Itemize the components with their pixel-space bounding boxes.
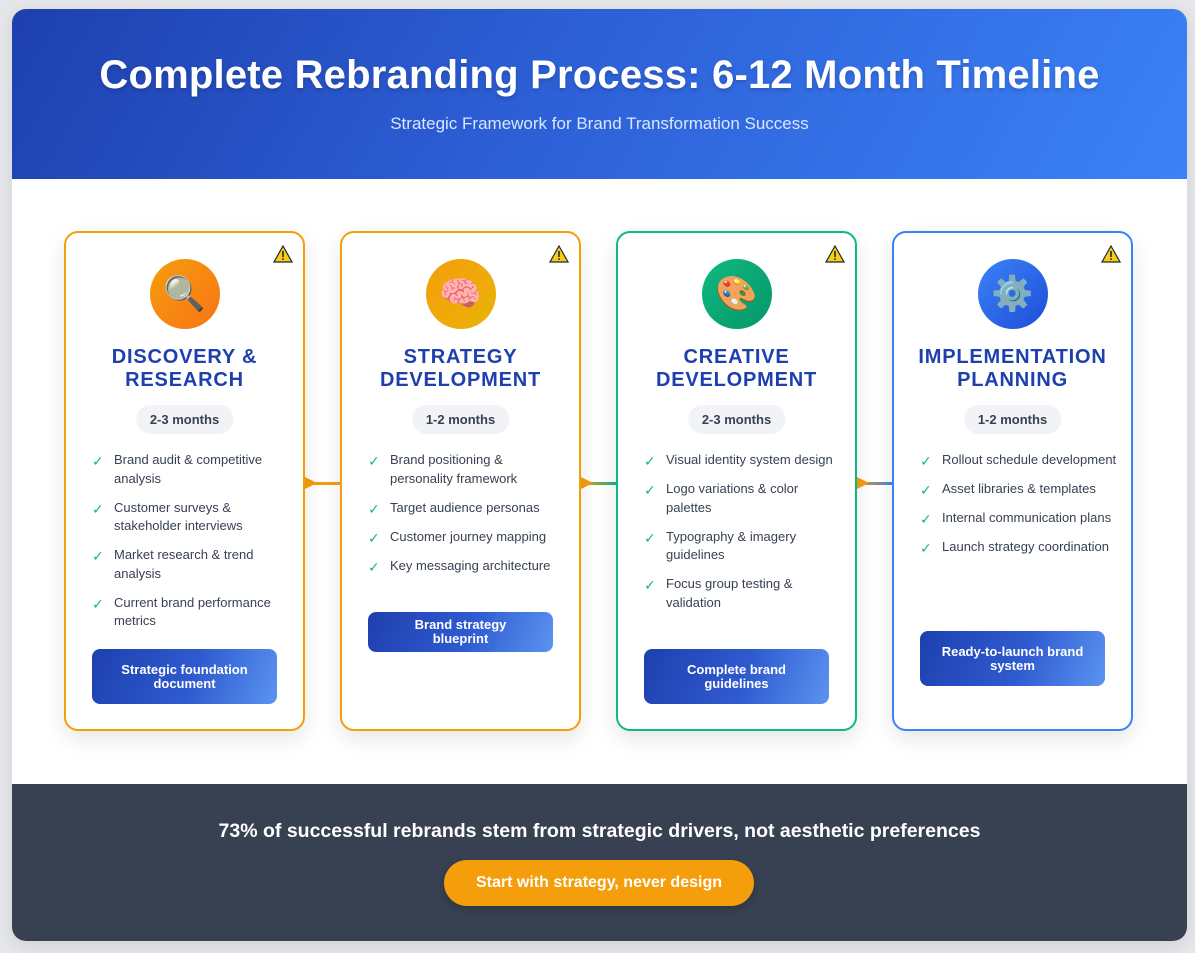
checkmark-icon: ✓ [92,548,104,564]
task-text: Customer journey mapping [390,528,547,544]
checkmark-icon: ✓ [368,558,380,575]
list-item: ✓ Rollout schedule development [920,451,1117,470]
checkmark-icon: ✓ [644,577,656,593]
phase-title-line2: PLANNING [957,369,1068,391]
checkmark-icon: ✓ [644,453,656,469]
task-text: Key messaging architecture [390,557,551,573]
duration-badge: 2-3 months [687,405,786,434]
connector-line-3 [853,482,893,485]
checkmark-icon: ✓ [920,482,932,498]
phase-title: STRATEGY DEVELOPMENT [350,346,571,392]
header-banner: Complete Rebranding Process: 6-12 Month … [12,9,1187,179]
list-item: ✓ Current brand performance metrics [92,594,289,631]
task-text: Launch strategy coordination [942,539,1109,554]
task-list: ✓ Brand positioning & personality framewo… [368,451,565,586]
brain-icon: 🧠 [425,259,496,329]
checkmark-icon: ✓ [368,500,380,517]
phase-title: DISCOVERY & RESEARCH [74,346,295,392]
list-item: ✓ Target audience personas [368,499,565,518]
phase-card-discovery: 🔍 DISCOVERY & RESEARCH 2-3 months ✓ Brand… [64,231,305,731]
list-item: ✓ Market research & trend analysis [92,546,289,583]
gear-icon: ⚙️ [977,259,1048,329]
list-item: ✓ Key messaging architecture [368,557,565,576]
checkmark-icon: ✓ [644,529,656,546]
task-text: Visual identity system design [666,452,833,467]
checkmark-icon: ✓ [920,453,932,469]
page-subtitle: Strategic Framework for Brand Transforma… [390,114,809,133]
task-text: Target audience personas [390,499,540,515]
warning-icon [825,245,845,263]
phase-card-strategy: 🧠 STRATEGY DEVELOPMENT 1-2 months ✓ Brand… [340,231,581,731]
deliverable-button[interactable]: Ready-to-launch brand system [920,631,1105,686]
checkmark-icon: ✓ [920,540,932,556]
list-item: ✓ Customer journey mapping [368,528,565,547]
task-text: Internal communication plans [942,510,1112,525]
list-item: ✓ Brand positioning & personality framewo… [368,451,565,488]
list-item: ✓ Focus group testing & validation [644,575,841,612]
checkmark-icon: ✓ [644,482,656,498]
list-item: ✓ Launch strategy coordination [920,538,1117,557]
task-text: Rollout schedule development [942,452,1117,467]
list-item: ✓ Visual identity system design [644,451,841,470]
infographic-frame: Complete Rebranding Process: 6-12 Month … [12,9,1187,941]
task-text: Asset libraries & templates [942,481,1096,496]
phase-title-line2: DEVELOPMENT [655,369,818,391]
page-title: Complete Rebranding Process: 6-12 Month … [99,53,1100,97]
deliverable-button[interactable]: Complete brand guidelines [644,649,829,704]
task-list: ✓ Rollout schedule development ✓ Asset lib… [920,451,1117,567]
list-item: ✓ Internal communication plans [920,509,1117,528]
checkmark-icon: ✓ [92,453,104,469]
deliverable-button[interactable]: Brand strategy blueprint [368,612,553,652]
phase-card-implementation: ⚙️ IMPLEMENTATION PLANNING 1-2 months ✓ R… [892,231,1133,731]
checkmark-icon: ✓ [368,529,380,546]
footer-stat: 73% of successful rebrands stem from str… [218,820,981,842]
phase-title-line1: STRATEGY [403,346,518,368]
cta-button[interactable]: Start with strategy, never design [444,860,754,906]
checkmark-icon: ✓ [92,595,104,612]
phase-title: IMPLEMENTATION PLANNING [902,346,1123,392]
footer-banner: 73% of successful rebrands stem from str… [12,784,1187,941]
checkmark-icon: ✓ [368,453,380,469]
deliverable-button[interactable]: Strategic foundation document [92,649,277,704]
list-item: ✓ Customer surveys & stakeholder intervie… [92,499,289,536]
task-text: Logo variations & color palettes [666,481,799,515]
phase-title: CREATIVE DEVELOPMENT [626,346,847,392]
duration-badge: 2-3 months [135,405,234,434]
task-text: Customer surveys & stakeholder interview… [114,499,243,534]
task-text: Typography & imagery guidelines [666,528,797,563]
task-list: ✓ Visual identity system design ✓ Logo var… [644,451,841,623]
warning-icon [273,245,293,263]
palette-icon: 🎨 [701,259,772,329]
task-text: Brand audit & competitive analysis [114,452,263,486]
checkmark-icon: ✓ [92,500,104,517]
warning-icon [549,245,569,263]
task-text: Focus group testing & validation [666,576,793,610]
phase-title-line1: DISCOVERY & [111,346,258,368]
phase-title-line1: IMPLEMENTATION [918,346,1107,368]
duration-badge: 1-2 months [411,405,510,434]
list-item: ✓ Typography & imagery guidelines [644,528,841,565]
connector-line-2 [577,482,617,485]
connector-line-1 [300,482,340,485]
magnifying-glass-icon: 🔍 [149,259,220,329]
task-text: Current brand performance metrics [114,594,271,629]
list-item: ✓ Brand audit & competitive analysis [92,451,289,488]
task-text: Market research & trend analysis [114,547,254,581]
task-text: Brand positioning & personality framewor… [390,452,518,486]
list-item: ✓ Asset libraries & templates [920,480,1117,499]
task-list: ✓ Brand audit & competitive analysis ✓ Cus… [92,451,289,641]
phase-card-creative: 🎨 CREATIVE DEVELOPMENT 2-3 months ✓ Visua… [616,231,857,731]
warning-icon [1101,245,1121,263]
duration-badge: 1-2 months [963,405,1062,434]
checkmark-icon: ✓ [920,511,932,527]
list-item: ✓ Logo variations & color palettes [644,480,841,517]
phase-title-line2: RESEARCH [125,369,244,391]
phase-title-line1: CREATIVE [683,346,790,368]
phase-title-line2: DEVELOPMENT [379,369,542,391]
